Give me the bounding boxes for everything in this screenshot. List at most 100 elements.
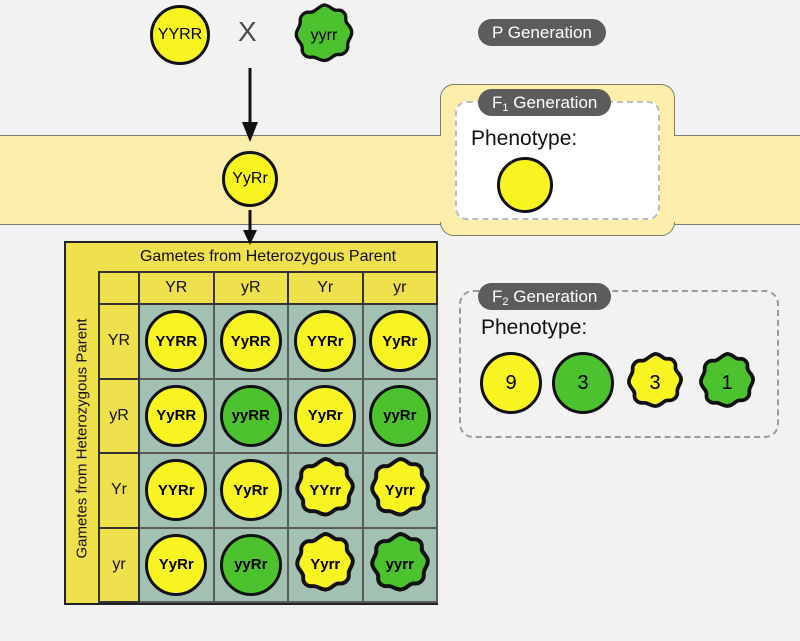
punnett-cell: YyRr [363, 305, 438, 380]
f2-phenotype-count: 3 [649, 372, 661, 394]
punnett-cell-organism: YyRr [145, 533, 208, 596]
f2-phenotype-count: 1 [721, 372, 733, 394]
punnett-side-axis-text: Gametes from Heterozygous Parent [73, 317, 91, 559]
punnett-row-header-yr: yr [100, 528, 140, 603]
parent-organism-right: yyrr [291, 3, 357, 69]
p-generation-label: P Generation [492, 22, 592, 42]
f2-generation-label: F2 Generation [492, 286, 598, 308]
wrinkled-blob-shape [627, 352, 683, 408]
f1-offspring-genotype: YyRr [232, 170, 268, 187]
punnett-cell: YyRR [140, 379, 215, 454]
f1-offspring-organism: YyRr [222, 151, 278, 207]
punnett-column-header-yR: yR [214, 273, 289, 305]
punnett-top-axis-text: Gametes from Heterozygous Parent [139, 248, 397, 265]
punnett-square: Gametes from Heterozygous Parent Gametes… [64, 241, 438, 605]
wrinkled-blob-shape [295, 457, 355, 517]
f1-card-band-join-left [438, 136, 442, 222]
punnett-cell-organism: YYRr [294, 310, 357, 373]
punnett-cell-genotype: YyRR [156, 407, 197, 425]
f1-phenotype-label: Phenotype: [471, 127, 578, 150]
punnett-row-header-YR: YR [100, 305, 140, 380]
punnett-cell: YYrr [289, 454, 364, 529]
punnett-cell-organism: YyRr [368, 310, 431, 373]
wrinkled-blob-shape [294, 3, 354, 63]
punnett-corner-cell [100, 273, 140, 305]
punnett-cell-genotype: YYRr [157, 481, 195, 499]
f1-phenotype-panel [455, 101, 660, 220]
punnett-cell: YyRr [289, 379, 364, 454]
parent-left-genotype: YYRR [157, 26, 203, 43]
f2-phenotype-label: Phenotype: [481, 316, 588, 339]
punnett-top-axis-label: Gametes from Heterozygous Parent [98, 243, 438, 271]
punnett-cell-organism: Yyrr [294, 531, 356, 596]
punnett-cell-organism: yyRr [368, 384, 431, 447]
punnett-cell-genotype: YyRr [158, 556, 194, 574]
punnett-cell: YyRr [214, 454, 289, 529]
punnett-cell-genotype: YyRr [307, 407, 343, 425]
punnett-cell: YyRR [214, 305, 289, 380]
punnett-cell: YyRr [140, 528, 215, 603]
f2-phenotype-organism: 3 [624, 352, 686, 414]
parent-organism-left: YYRR [150, 5, 210, 65]
f2-phenotype-count: 3 [577, 372, 589, 394]
f2-phenotype-count: 9 [505, 372, 517, 394]
punnett-cell-genotype: Yyrr [384, 481, 415, 499]
p-generation-badge: P Generation [478, 19, 606, 46]
f2-phenotype-organism-row: 9 3 3 1 [480, 352, 780, 422]
parent-right-genotype: yyrr [310, 27, 338, 44]
punnett-side-axis-label: Gametes from Heterozygous Parent [66, 273, 98, 603]
punnett-cell-organism: Yyrr [369, 457, 431, 521]
punnett-row-header-Yr: Yr [100, 454, 140, 529]
punnett-cell-genotype: YyRr [382, 332, 418, 350]
punnett-cell-organism: YyRr [294, 384, 357, 447]
punnett-cell-organism: YYRR [145, 310, 208, 373]
punnett-cell-organism: YyRr [219, 459, 282, 522]
punnett-cell-genotype: YYrr [309, 481, 342, 499]
punnett-cell: yyRr [214, 528, 289, 603]
arrow-f1-to-punnett [243, 210, 257, 245]
punnett-cell-organism: yyRr [219, 533, 282, 596]
wrinkled-blob-shape [370, 531, 430, 592]
punnett-cell-genotype: yyRr [383, 407, 417, 425]
f2-phenotype-organism: 9 [480, 352, 542, 414]
punnett-cell-genotype: YYRR [155, 332, 198, 350]
f2-generation-badge: F2 Generation [478, 283, 612, 310]
punnett-cell: Yyrr [363, 454, 438, 529]
punnett-cell-genotype: Yyrr [310, 556, 341, 574]
punnett-cell-organism: YyRR [145, 384, 208, 447]
cross-symbol: X [238, 16, 257, 47]
punnett-cell: YYRr [289, 305, 364, 380]
punnett-column-header-Yr: Yr [289, 273, 364, 305]
f2-phenotype-organism: 3 [552, 352, 614, 414]
arrow-p-to-f1 [242, 68, 258, 142]
punnett-cell: Yyrr [289, 528, 364, 603]
punnett-cell: YYRR [140, 305, 215, 380]
punnett-cell-organism: YyRR [219, 310, 282, 373]
punnett-row-header-yR: yR [100, 379, 140, 454]
f1-generation-label: F1 Generation [492, 92, 598, 114]
f1-generation-badge: F1 Generation [478, 89, 612, 116]
punnett-cell-organism: yyrr [369, 531, 431, 596]
punnett-cell-genotype: YYRr [306, 332, 344, 350]
punnett-column-header-yr: yr [363, 273, 438, 305]
punnett-cell-genotype: yyrr [385, 556, 414, 574]
punnett-cell-genotype: YyRR [230, 332, 271, 350]
f1-generation-band [0, 135, 800, 225]
punnett-cell-genotype: yyRr [234, 556, 268, 574]
punnett-cell: yyRR [214, 379, 289, 454]
punnett-cell-organism: YYRr [145, 459, 208, 522]
punnett-cell-genotype: yyRR [231, 407, 270, 425]
wrinkled-blob-shape [295, 531, 355, 592]
f1-phenotype-organism [497, 157, 553, 213]
punnett-cell: YYRr [140, 454, 215, 529]
punnett-cell-organism: yyRR [219, 384, 282, 447]
wrinkled-blob-shape [699, 352, 755, 408]
punnett-cell: yyrr [363, 528, 438, 603]
f1-card-band-join-right [673, 136, 677, 222]
f2-phenotype-organism: 1 [696, 352, 758, 414]
punnett-cell: yyRr [363, 379, 438, 454]
punnett-cell-genotype: YyRr [233, 481, 269, 499]
punnett-cell-organism: YYrr [294, 457, 356, 521]
